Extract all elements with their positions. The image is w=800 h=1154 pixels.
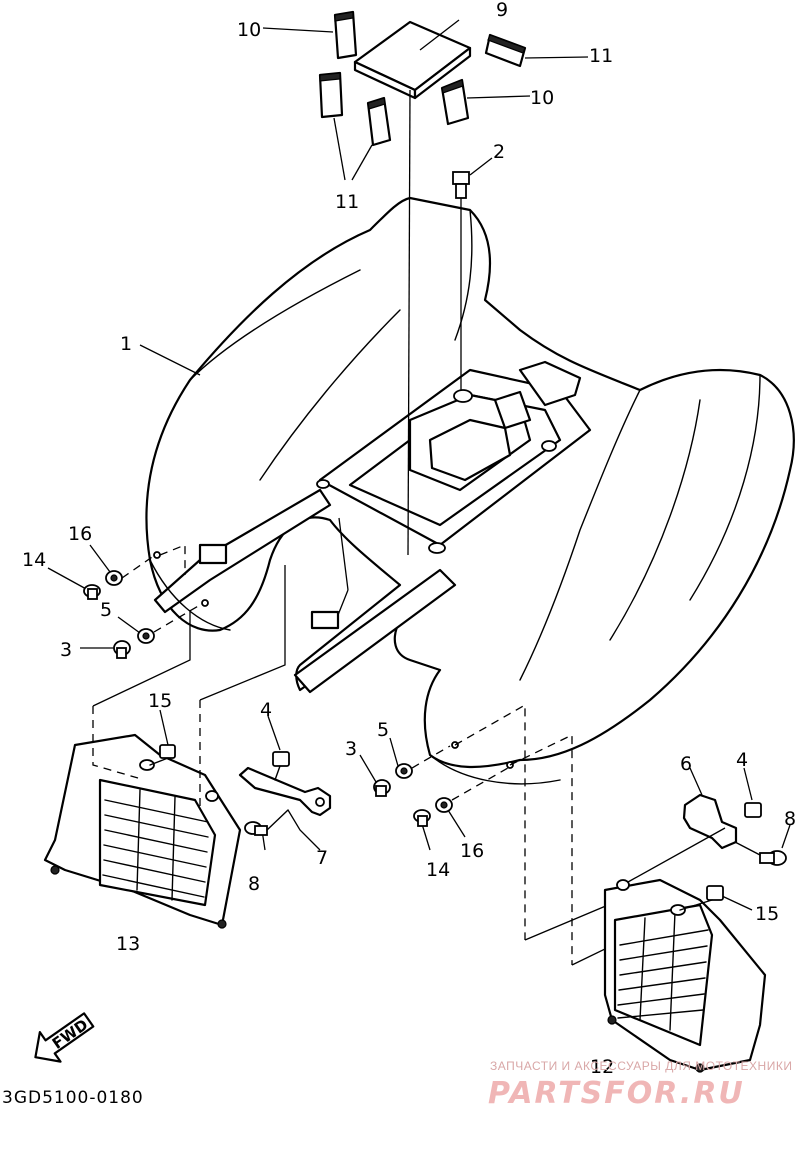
callout-7: 7: [316, 847, 328, 869]
callout-14-right: 14: [426, 859, 450, 881]
damper-pad-11-left[interactable]: [318, 71, 344, 119]
nut-15-right[interactable]: [679, 885, 753, 911]
nut-15-left[interactable]: [149, 709, 176, 766]
collar-16-right[interactable]: [435, 767, 509, 838]
callout-3-left: 3: [60, 639, 72, 661]
callout-5-left: 5: [100, 599, 112, 621]
callout-4-right: 4: [736, 749, 748, 771]
watermark-logo: PARTSFOR.RU: [488, 1076, 745, 1111]
bolt-8-left[interactable]: [244, 809, 289, 851]
bolt-3-right[interactable]: [359, 754, 391, 797]
bolt-14-left[interactable]: [47, 567, 101, 600]
callout-16-left: 16: [68, 523, 92, 545]
bracket-7[interactable]: [238, 766, 332, 851]
callout-11-bottom: 11: [335, 191, 359, 213]
callout-14-left: 14: [22, 549, 46, 571]
callout-10-top: 10: [237, 19, 261, 41]
mudflap-12-slats: [617, 911, 709, 1031]
callout-3-right: 3: [345, 738, 357, 760]
callout-9: 9: [496, 0, 508, 21]
mudflap-13-slats: [102, 789, 209, 901]
seat-pad-9[interactable]: [353, 20, 472, 100]
callout-15-left: 15: [148, 690, 172, 712]
callout-16-right: 16: [460, 840, 484, 862]
bolt-8-right[interactable]: [734, 824, 791, 866]
callout-4-left: 4: [260, 699, 272, 721]
nut-4-left[interactable]: [267, 715, 290, 781]
mudflap-12[interactable]: [603, 878, 767, 1073]
bolt-3-left[interactable]: [80, 640, 131, 659]
callout-5-right: 5: [377, 719, 389, 741]
callout-13: 13: [116, 933, 140, 955]
nut-4-right[interactable]: [743, 767, 762, 818]
callout-15-right: 15: [755, 903, 779, 925]
collar-5-left[interactable]: [117, 604, 201, 644]
bolt-2[interactable]: [452, 171, 470, 390]
bolt-14-right[interactable]: [413, 809, 431, 851]
collar-16-left[interactable]: [89, 544, 156, 586]
callout-11-right: 11: [589, 45, 613, 67]
callout-12: 12: [590, 1056, 614, 1078]
watermark-tagline: ЗАПЧАСТИ И АКСЕССУАРЫ ДЛЯ МОТОТЕХНИКИ: [490, 1059, 792, 1073]
callout-8-right: 8: [784, 808, 796, 830]
bracket-6[interactable]: [627, 767, 738, 883]
callout-2: 2: [493, 141, 505, 163]
callout-8-left: 8: [248, 873, 260, 895]
damper-pad-10-right[interactable]: [440, 78, 470, 126]
callout-1: 1: [120, 333, 132, 355]
mudflap-13[interactable]: [43, 733, 242, 929]
damper-pad-10-top[interactable]: [333, 10, 358, 60]
collar-5-right[interactable]: [389, 737, 451, 779]
callout-6: 6: [680, 753, 692, 775]
diagram-code: 3GD5100-0180: [2, 1088, 144, 1108]
fwd-arrow-icon: FWD: [34, 1012, 95, 1063]
damper-pad-11-middle[interactable]: [366, 96, 392, 147]
damper-pad-11-top[interactable]: [484, 33, 527, 68]
rear-fender[interactable]: [145, 196, 795, 785]
callout-10-right: 10: [530, 87, 554, 109]
